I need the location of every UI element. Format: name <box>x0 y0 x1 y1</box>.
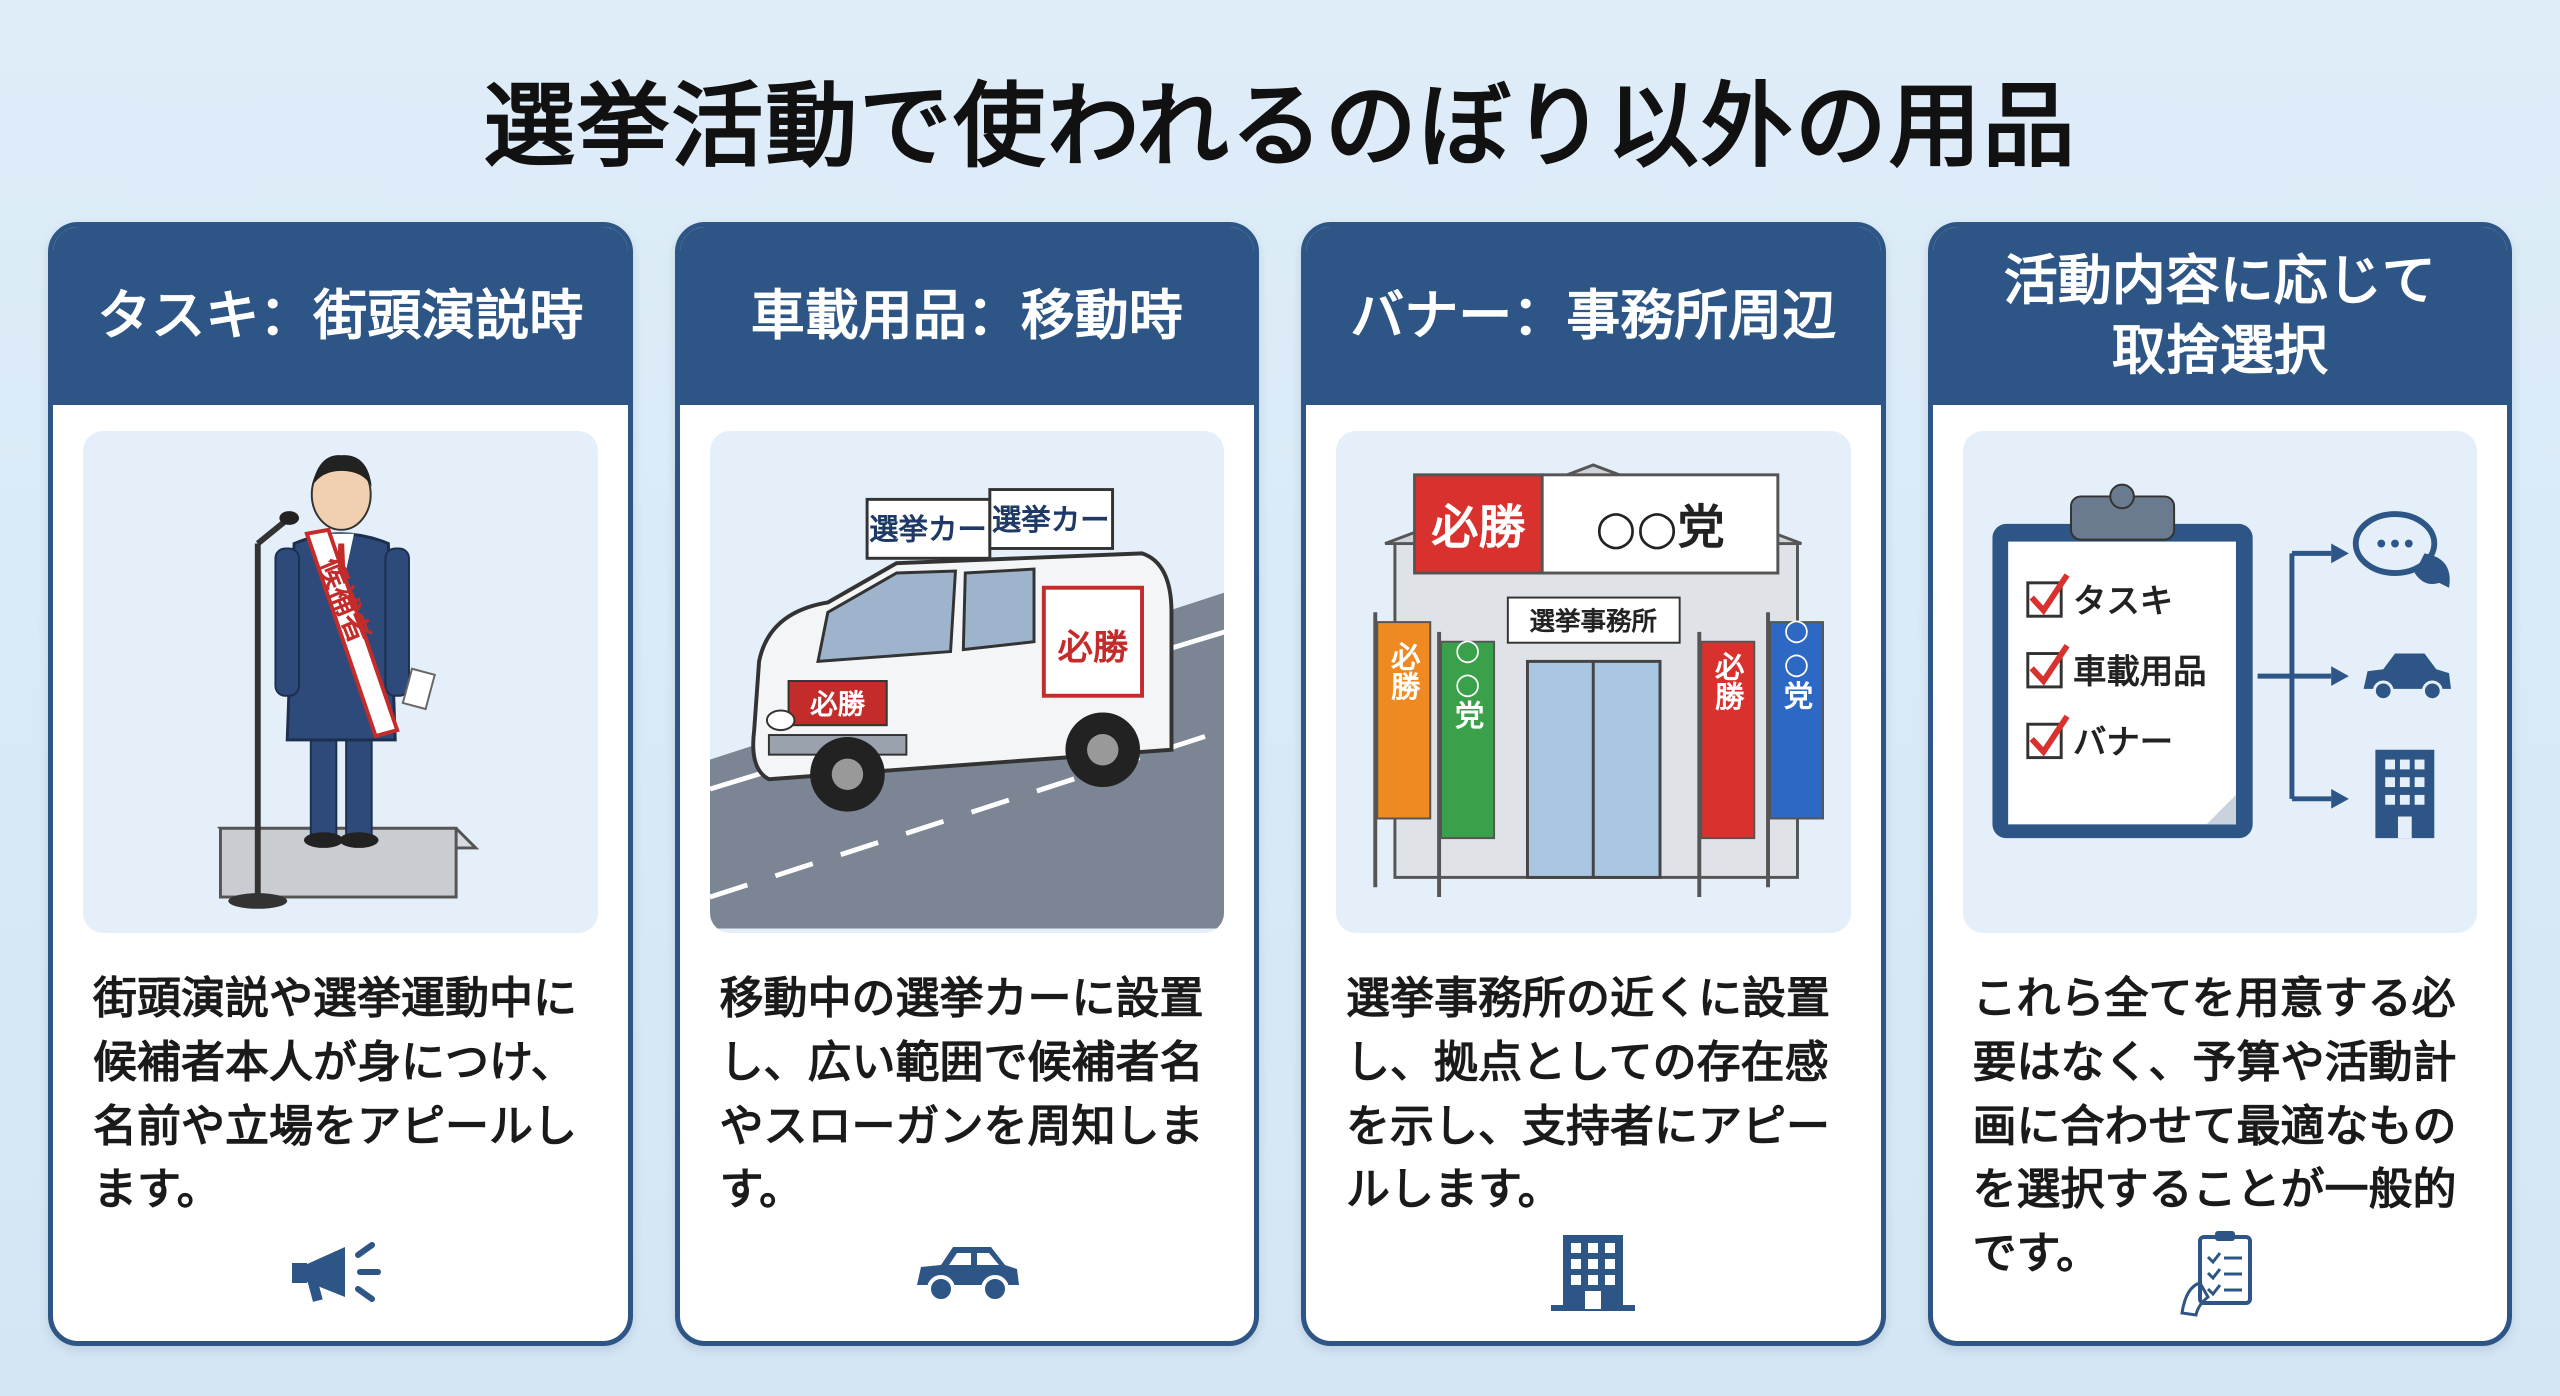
card-selection: 活動内容に応じて 取捨選択 タスキ 車載用品 <box>1927 222 2512 1346</box>
flag-label: 必勝 <box>1387 642 1421 702</box>
card-description: 選挙事務所の近くに設置し、拠点としての存在感を示し、支持者にアピールします。 <box>1346 973 1830 1216</box>
checklist-label: 車載用品 <box>2072 652 2206 691</box>
building-icon <box>2374 749 2434 839</box>
checklist-row: バナー <box>2025 714 2173 762</box>
checklist-illustration: タスキ 車載用品 バナー <box>1991 483 2451 839</box>
checklist-icon <box>2160 1227 2280 1317</box>
checklist-label: タスキ <box>2072 581 2172 620</box>
card-sash: タスキ：街頭演説時 <box>48 222 633 1346</box>
roof-sign-right: 選挙カー <box>991 503 1109 537</box>
card-vehicle: 車載用品：移動時 選挙カー 選挙カー 必勝 <box>674 222 1259 1346</box>
card-description: これら全てを用意する必要はなく、予算や活動計画に合わせて最適なものを選択すること… <box>1972 973 2457 1280</box>
flag-2: ○○党 <box>1437 631 1496 898</box>
side-sign-text: 必勝 <box>1057 627 1128 668</box>
banner-white-text: ○○党 <box>1595 501 1724 556</box>
illustration-campaign-car: 選挙カー 選挙カー 必勝 必勝 <box>709 431 1224 933</box>
flag-label: 必勝 <box>1711 651 1745 711</box>
chat-bubbles-icon <box>2352 511 2450 588</box>
checklist-row: 車載用品 <box>2025 644 2206 691</box>
car-icon <box>907 1227 1027 1317</box>
illustration-checklist: タスキ 車載用品 バナー <box>1962 431 2477 933</box>
checklist-row: タスキ <box>2025 573 2173 620</box>
page-title: 選挙活動で使われるのぼり以外の用品 <box>483 73 2077 180</box>
flag-1: 必勝 <box>1373 612 1432 888</box>
front-sign-text: 必勝 <box>810 688 865 720</box>
card-row: タスキ：街頭演説時 <box>48 222 2512 1346</box>
car-icon <box>2363 653 2451 702</box>
roof-sign-left: 選挙カー <box>869 513 987 547</box>
card-description: 街頭演説や選挙運動中に候補者本人が身につけ、名前や立場をアピールします。 <box>93 973 577 1216</box>
campaign-office-illustration: 必勝 ○○党 選挙事務所 必勝 ○○党 <box>1373 463 1824 898</box>
illustration-campaign-office: 必勝 ○○党 選挙事務所 必勝 ○○党 <box>1336 431 1851 933</box>
card-header: バナー：事務所周辺 <box>1306 227 1881 405</box>
card-header: 車載用品：移動時 <box>679 227 1254 405</box>
card-header: 活動内容に応じて 取捨選択 <box>1932 227 2507 405</box>
flag-4: ○○党 <box>1766 612 1824 888</box>
office-sign-text: 選挙事務所 <box>1529 607 1657 637</box>
flag-3: 必勝 <box>1697 631 1756 898</box>
card-header: タスキ：街頭演説時 <box>53 227 628 405</box>
megaphone-icon <box>280 1227 400 1317</box>
card-banner: バナー：事務所周辺 必勝 ○○党 選挙事務所 <box>1301 222 1886 1346</box>
card-description: 移動中の選挙カーに設置し、広い範囲で候補者名やスローガンを周知します。 <box>719 973 1204 1216</box>
building-icon <box>1533 1227 1653 1317</box>
illustration-candidate-speech: 候補者 <box>83 431 598 933</box>
candidate-speech-illustration: 候補者 <box>216 455 480 909</box>
flag-label: ○○党 <box>1779 613 1813 711</box>
banner-red-text: 必勝 <box>1431 501 1526 556</box>
flag-label: ○○党 <box>1451 632 1485 730</box>
checklist-label: バナー <box>2072 723 2172 762</box>
campaign-car-illustration: 選挙カー 選挙カー 必勝 必勝 <box>709 488 1224 929</box>
